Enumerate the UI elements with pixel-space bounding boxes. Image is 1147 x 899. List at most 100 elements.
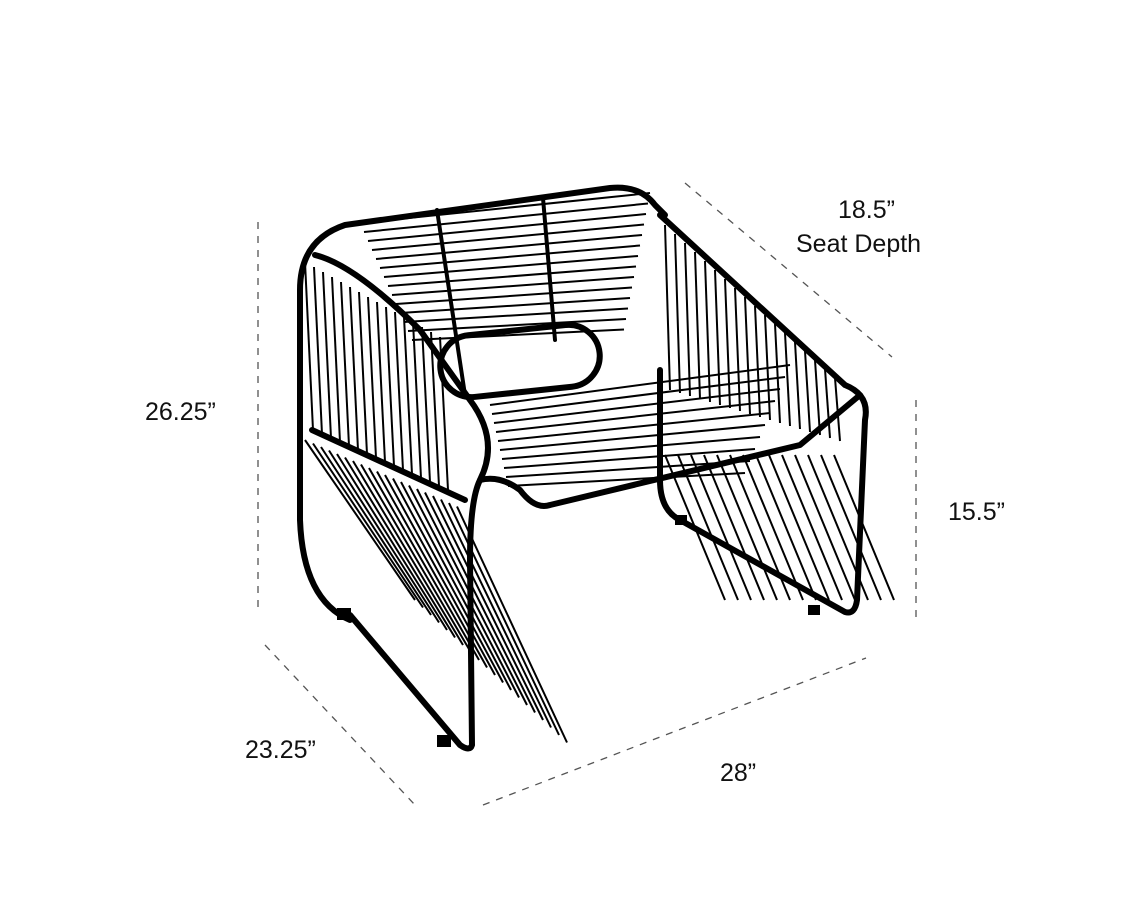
seat-wire: [503, 448, 756, 469]
left-arm-wire: [421, 326, 431, 483]
seat-wire: [497, 412, 771, 442]
left-arm-wire: [367, 296, 377, 459]
right-arm-wire: [664, 224, 671, 391]
right-leg-wire: [742, 454, 804, 601]
foot: [337, 608, 351, 620]
right-arm-wire: [714, 269, 721, 406]
left-arm-wire: [403, 316, 413, 475]
right-arm-wire: [764, 314, 771, 421]
back-wire: [371, 223, 645, 251]
right-arm-wire: [784, 332, 791, 427]
left-leg-wire: [304, 439, 416, 601]
right-leg-wire: [677, 454, 739, 601]
height-label: 26.25”: [145, 398, 216, 426]
right-leg-wire: [768, 454, 830, 601]
right-arm-wire: [814, 359, 821, 436]
back-handle-cutout: [437, 321, 603, 401]
width-label: 28”: [720, 759, 757, 787]
left-arm-wire: [385, 306, 395, 467]
right-leg-wire: [794, 454, 856, 601]
left-leg-wire: [312, 442, 424, 609]
left-leg-wire: [432, 495, 544, 721]
left-leg-wire: [456, 506, 568, 743]
left-leg-wire: [408, 485, 520, 698]
seat-height-label: 15.5”: [948, 498, 1005, 526]
right-arm-wire: [704, 260, 711, 403]
left-leg-wire: [400, 481, 512, 691]
back-wire: [379, 244, 641, 269]
left-leg-wire: [440, 499, 552, 728]
foot: [808, 605, 820, 615]
right-arm-wire: [824, 368, 831, 439]
back-wire: [395, 286, 633, 305]
left-leg-wire: [328, 449, 440, 624]
right-leg-wire: [781, 454, 843, 601]
back-wire: [387, 265, 637, 287]
left-arm-wire: [331, 276, 341, 443]
right-arm-wire: [754, 305, 761, 418]
left-leg-wire: [320, 446, 432, 616]
left-leg-wire: [336, 453, 448, 631]
right-leg-wire: [833, 454, 895, 601]
back-wire: [363, 202, 649, 233]
right-arm-wire: [834, 377, 841, 442]
right-leg-wire: [716, 454, 778, 601]
left-leg-wire: [448, 502, 560, 736]
seat-wire: [505, 460, 751, 478]
seat-depth-dimension-line: [684, 182, 893, 358]
left-arm-wire: [349, 286, 359, 451]
right-arm-wire: [734, 287, 741, 412]
seat-wire: [495, 400, 776, 433]
right-arm-wire: [794, 341, 801, 430]
back-wire: [407, 318, 627, 332]
seat-wire: [493, 388, 781, 424]
seat-wire: [499, 424, 766, 451]
seat-wire: [501, 436, 761, 460]
right-arm-wire: [684, 242, 691, 397]
left-arm-wire: [412, 321, 422, 479]
right-leg-wire: [690, 454, 752, 601]
right-leg-wire: [820, 454, 882, 601]
right-leg-wire: [703, 454, 765, 601]
left-leg-wire: [352, 460, 464, 646]
left-leg-wire: [360, 463, 472, 654]
seat-depth-value: 18.5”: [838, 196, 895, 224]
left-leg-wire: [384, 474, 496, 676]
chair-wires: [304, 192, 895, 743]
back-wire: [403, 307, 629, 323]
seat-wire: [489, 364, 791, 406]
seat-wire: [491, 376, 786, 415]
left-arm-wire: [430, 331, 440, 487]
left-arm-wire: [313, 266, 323, 435]
right-leg-wire: [755, 454, 817, 601]
left-arm-wire: [376, 301, 386, 463]
back-wire: [367, 213, 647, 242]
chair-frame: [297, 184, 869, 752]
left-arm-wire: [304, 261, 314, 431]
left-arm-wire: [394, 311, 404, 471]
foot: [675, 515, 687, 525]
left-arm-wire: [322, 271, 332, 439]
left-leg-wire: [368, 467, 480, 661]
right-arm-wire: [694, 251, 701, 400]
left-arm-wire: [358, 291, 368, 455]
dimension-lines: [257, 182, 917, 806]
seat-depth-label: Seat Depth: [796, 230, 922, 258]
left-leg-wire: [344, 456, 456, 639]
back-wire: [399, 297, 631, 314]
left-arm-wire: [340, 281, 350, 447]
right-arm-wire: [804, 350, 811, 433]
depth-label: 23.25”: [245, 736, 316, 764]
left-leg-wire: [392, 478, 504, 683]
back-wire: [383, 255, 639, 278]
right-arm-wire: [774, 323, 781, 424]
back-wire: [391, 276, 635, 296]
right-arm-wire: [744, 296, 751, 415]
back-wire: [375, 234, 643, 260]
width-dimension-line: [482, 657, 867, 806]
right-arm-wire: [674, 233, 681, 394]
left-leg-wire: [424, 492, 536, 713]
depth-dimension-line: [264, 644, 416, 806]
